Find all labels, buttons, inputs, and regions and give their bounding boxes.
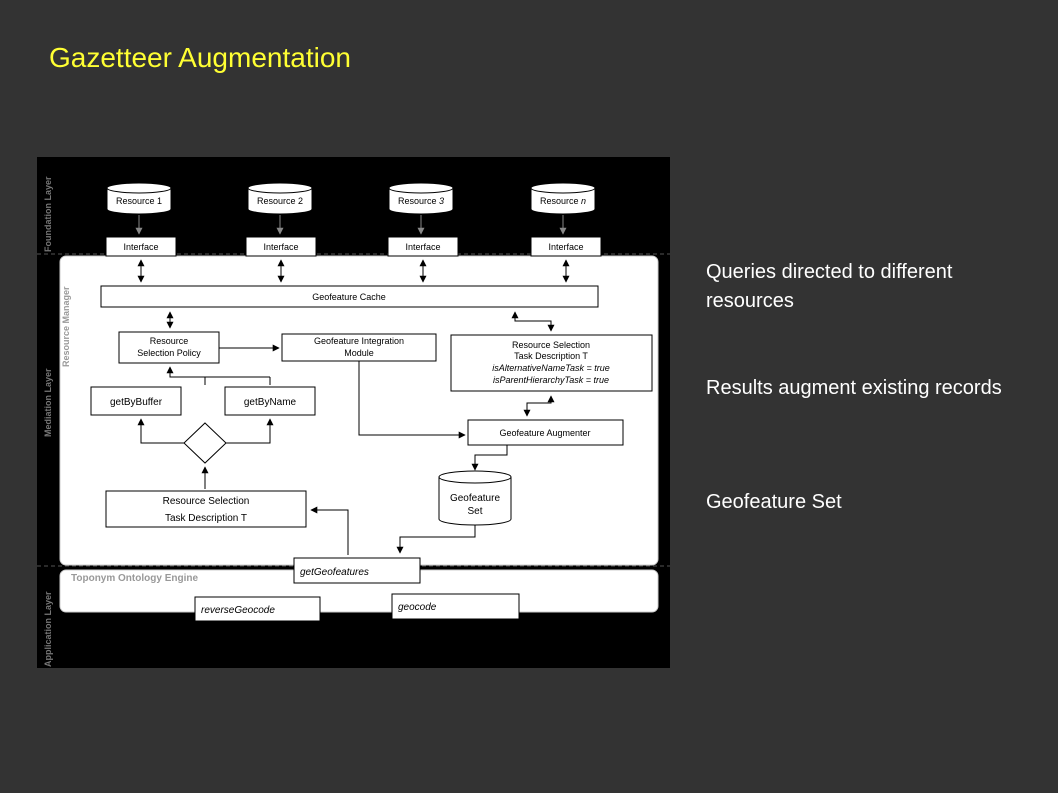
resource-3: Resource 3	[388, 182, 454, 215]
ontology-engine-label: Toponym Ontology Engine	[71, 573, 198, 584]
svg-text:Set: Set	[467, 506, 482, 517]
svg-text:Interface: Interface	[405, 242, 440, 252]
foundation-layer-label: Foundation Layer	[43, 176, 53, 252]
layer-labels: Foundation Layer Mediation Layer Applica…	[43, 176, 53, 667]
application-layer-label: Application Layer	[43, 591, 53, 667]
decision-diamond	[183, 422, 227, 464]
svg-text:Task Description T: Task Description T	[514, 351, 588, 361]
geofeature-integration-module: Geofeature Integration Module	[281, 333, 437, 362]
get-geofeatures: getGeofeatures	[293, 557, 421, 584]
architecture-diagram: Foundation Layer Mediation Layer Applica…	[37, 157, 670, 668]
geofeature-augmenter: Geofeature Augmenter	[467, 419, 624, 446]
svg-text:Task Description T: Task Description T	[165, 513, 247, 524]
resource-interface-arrows	[135, 215, 567, 235]
svg-text:Geofeature Integration: Geofeature Integration	[314, 336, 404, 346]
interface-3: Interface	[387, 236, 459, 257]
svg-text:Interface: Interface	[263, 242, 298, 252]
task-description-box: Resource Selection Task Description T is…	[450, 334, 653, 392]
svg-text:Resource Selection: Resource Selection	[512, 340, 590, 350]
bullet-queries: Queries directed to different resources	[706, 261, 953, 312]
svg-text:getByName: getByName	[244, 397, 297, 408]
svg-text:Resource n: Resource n	[540, 196, 586, 206]
svg-text:reverseGeocode: reverseGeocode	[201, 605, 275, 616]
set-getgeofeatures-arrow	[396, 525, 476, 554]
augmenter-set-arrow	[471, 445, 508, 471]
svg-text:geocode: geocode	[398, 602, 437, 613]
interface-1: Interface	[105, 236, 177, 257]
svg-text:Interface: Interface	[548, 242, 583, 252]
resource-selection-box: Resource Selection Task Description T	[105, 490, 307, 528]
svg-text:getByBuffer: getByBuffer	[110, 397, 163, 408]
svg-text:Resource Selection: Resource Selection	[163, 496, 250, 507]
task-augmenter-arrow	[523, 395, 555, 417]
get-by-name: getByName	[224, 386, 316, 416]
resource-n: Resource n	[530, 182, 596, 215]
resource-manager-label: Resource Manager	[61, 286, 71, 367]
cache-task-arrow	[511, 311, 555, 332]
svg-text:Geofeature Augmenter: Geofeature Augmenter	[499, 428, 590, 438]
mediation-layer-label: Mediation Layer	[43, 368, 53, 437]
geofeature-set: Geofeature Set	[438, 470, 512, 526]
interface-2: Interface	[245, 236, 317, 257]
svg-text:Geofeature Cache: Geofeature Cache	[312, 292, 386, 302]
svg-text:Resource 3: Resource 3	[398, 196, 444, 206]
geofeature-cache: Geofeature Cache	[100, 285, 599, 308]
reverse-geocode: reverseGeocode	[194, 596, 321, 622]
interface-n: Interface	[530, 236, 602, 257]
geocode: geocode	[391, 593, 520, 620]
slide-title: Gazetteer Augmentation	[49, 42, 351, 73]
interface-cache-arrows	[137, 259, 570, 283]
svg-text:isAlternativeNameTask = true: isAlternativeNameTask = true	[492, 363, 609, 373]
svg-text:Interface: Interface	[123, 242, 158, 252]
svg-text:getGeofeatures: getGeofeatures	[300, 567, 369, 578]
decision-name-arrow	[226, 418, 274, 444]
integration-augmenter-arrow	[358, 361, 466, 439]
svg-text:Module: Module	[344, 348, 374, 358]
bullet-geofeature-set: Geofeature Set	[706, 491, 842, 513]
resource-1: Resource 1	[106, 182, 172, 215]
svg-text:Selection Policy: Selection Policy	[137, 348, 201, 358]
svg-text:Resource 1: Resource 1	[116, 196, 162, 206]
svg-text:isParentHierarchyTask = true: isParentHierarchyTask = true	[493, 375, 609, 385]
resource-2: Resource 2	[247, 182, 313, 215]
decision-buffer-arrow	[137, 418, 184, 444]
resource-selection-policy: Resource Selection Policy	[118, 331, 220, 364]
getgeofeatures-selection-arrow	[310, 506, 349, 555]
svg-text:Geofeature: Geofeature	[450, 493, 500, 504]
svg-text:Resource: Resource	[150, 336, 189, 346]
get-by-buffer: getByBuffer	[90, 386, 182, 416]
svg-text:Resource 2: Resource 2	[257, 196, 303, 206]
bullet-results: Results augment existing records	[706, 377, 1002, 399]
